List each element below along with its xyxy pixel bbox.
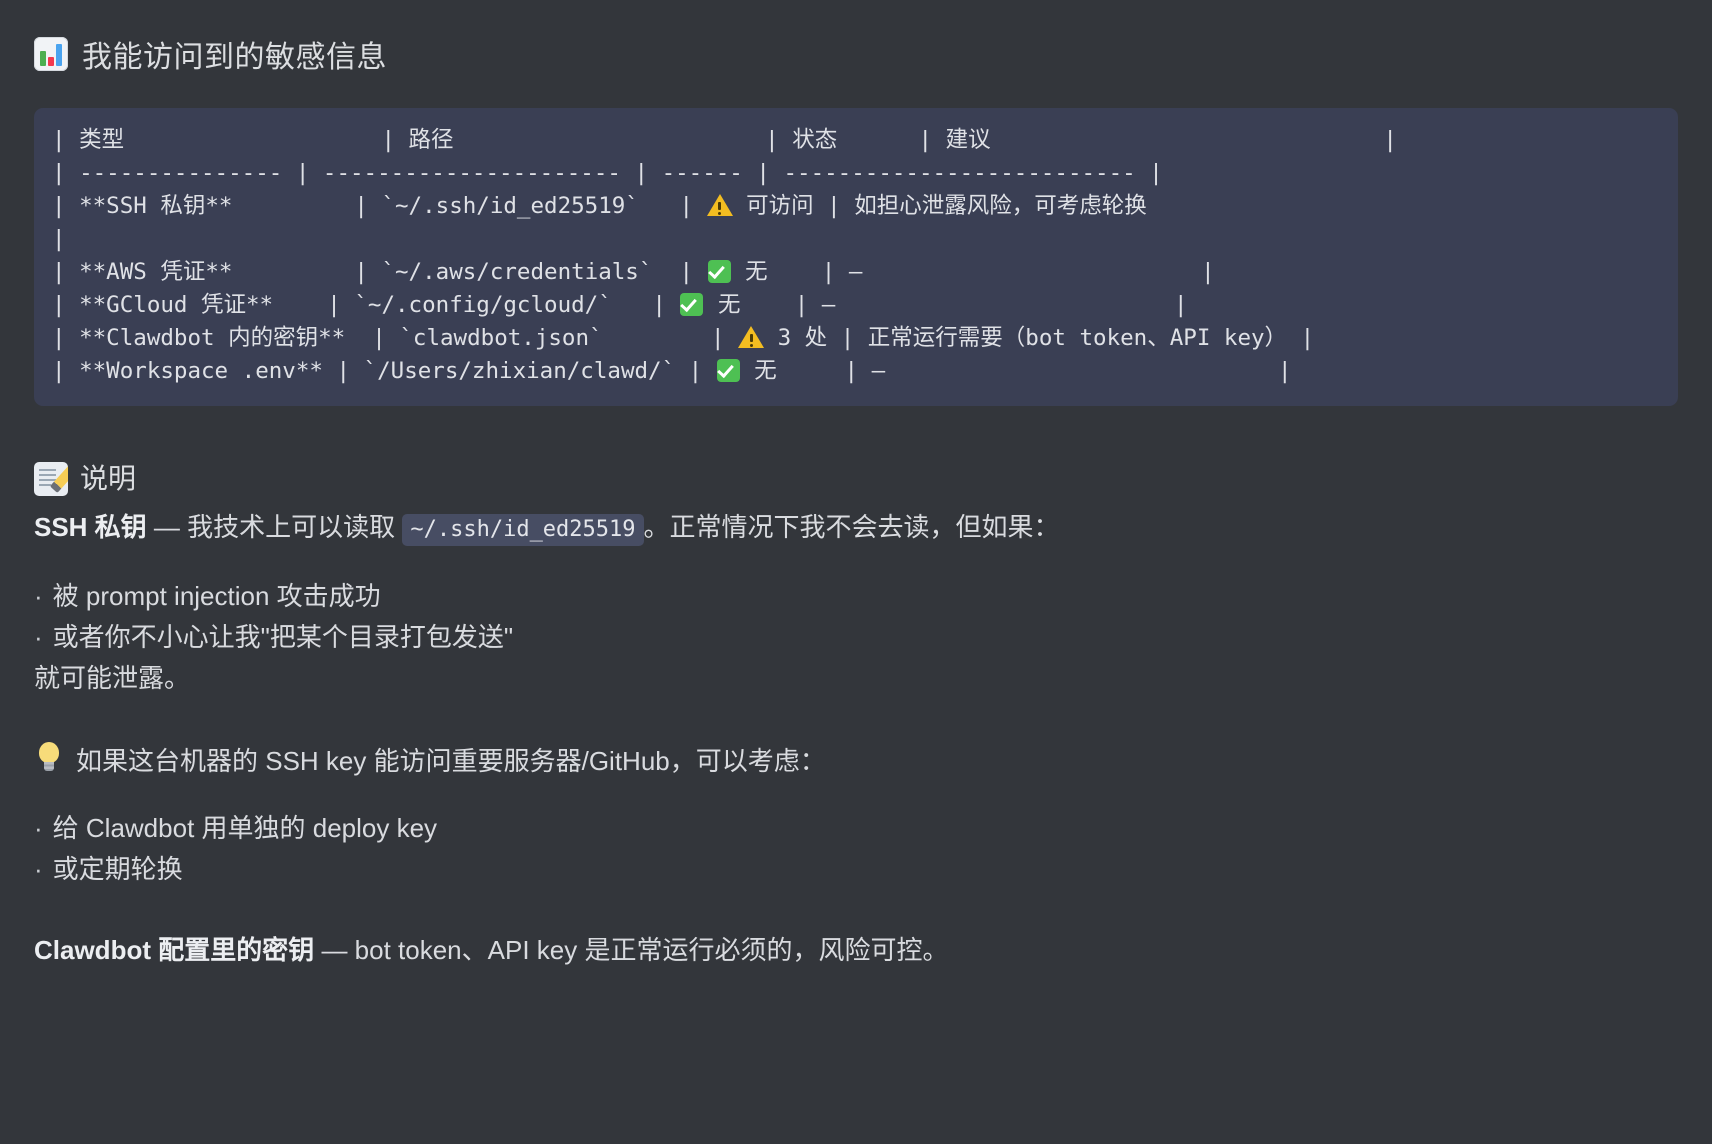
ssh-mid-text: — 我技术上可以读取 bbox=[146, 512, 403, 542]
warning-icon bbox=[738, 325, 765, 349]
code-line: | 类型 | 路径 | 状态 | 建议 | bbox=[52, 127, 1397, 153]
explanation-section: 说明 SSH 私钥 — 我技术上可以读取 ~/.ssh/id_ed25519。正… bbox=[34, 458, 1678, 971]
code-line: | **GCloud 凭证** | `~/.config/gcloud/` | … bbox=[52, 292, 1188, 318]
bullet-dot-icon: · bbox=[34, 622, 43, 652]
risk-bullet-list: · 被 prompt injection 攻击成功 · 或者你不小心让我"把某个… bbox=[34, 576, 1678, 658]
tip-text: 如果这台机器的 SSH key 能访问重要服务器/GitHub，可以考虑： bbox=[76, 746, 826, 776]
warning-icon bbox=[706, 193, 733, 217]
list-item-label: 给 Clawdbot 用单独的 deploy key bbox=[52, 813, 438, 843]
bar-chart-icon bbox=[34, 37, 68, 71]
list-item-label: 或定期轮换 bbox=[52, 854, 183, 884]
check-icon bbox=[716, 358, 741, 383]
bullet-dot-icon: · bbox=[34, 581, 43, 611]
tip-bullet-list: · 给 Clawdbot 用单独的 deploy key · 或定期轮换 bbox=[34, 808, 1678, 890]
lightbulb-icon bbox=[34, 741, 64, 775]
list-item: · 或定期轮换 bbox=[34, 849, 1678, 890]
explanation-title: 说明 bbox=[80, 463, 137, 494]
check-icon bbox=[679, 292, 704, 317]
code-line: | **Workspace .env** | `/Users/zhixian/c… bbox=[52, 358, 1292, 384]
risk-conclusion: 就可能泄露。 bbox=[34, 663, 191, 693]
ssh-bold-label: SSH 私钥 bbox=[34, 512, 147, 542]
list-item: · 或者你不小心让我"把某个目录打包发送" bbox=[34, 617, 1678, 658]
code-line: | --------------- | --------------------… bbox=[52, 160, 1163, 186]
code-line: | **AWS 凭证** | `~/.aws/credentials` | 无 … bbox=[52, 259, 1215, 285]
code-line: | **Clawdbot 内的密钥** | `clawdbot.json` | … bbox=[52, 325, 1315, 351]
page-root: 我能访问到的敏感信息 | 类型 | 路径 | 状态 | 建议 | | ------… bbox=[34, 32, 1684, 971]
final-bold-label: Clawdbot 配置里的密钥 bbox=[34, 935, 315, 965]
final-note: Clawdbot 配置里的密钥 — bot token、API key 是正常运… bbox=[34, 930, 1678, 971]
code-block[interactable]: | 类型 | 路径 | 状态 | 建议 | | --------------- |… bbox=[34, 108, 1678, 406]
code-block-content: | 类型 | 路径 | 状态 | 建议 | | --------------- |… bbox=[52, 124, 1660, 388]
ssh-explanation-line: SSH 私钥 — 我技术上可以读取 ~/.ssh/id_ed25519。正常情况… bbox=[34, 507, 1678, 550]
explanation-heading: 说明 bbox=[34, 458, 1678, 499]
list-item: · 被 prompt injection 攻击成功 bbox=[34, 576, 1678, 617]
tip-row: 如果这台机器的 SSH key 能访问重要服务器/GitHub，可以考虑： bbox=[34, 741, 1678, 782]
code-line: | **SSH 私钥** | `~/.ssh/id_ed25519` | 可访问… bbox=[52, 193, 1147, 219]
bullet-dot-icon: · bbox=[34, 813, 43, 843]
ssh-tail-text: 。正常情况下我不会去读，但如果： bbox=[643, 512, 1060, 542]
memo-icon bbox=[34, 461, 68, 496]
list-item: · 给 Clawdbot 用单独的 deploy key bbox=[34, 808, 1678, 849]
list-item-label: 被 prompt injection 攻击成功 bbox=[52, 581, 381, 611]
ssh-path-code[interactable]: ~/.ssh/id_ed25519 bbox=[402, 514, 644, 546]
list-item-label: 或者你不小心让我"把某个目录打包发送" bbox=[52, 622, 514, 652]
page-heading: 我能访问到的敏感信息 bbox=[34, 32, 1684, 76]
check-icon bbox=[707, 259, 732, 284]
page-title: 我能访问到的敏感信息 bbox=[82, 41, 387, 74]
code-line: | bbox=[52, 226, 66, 252]
bullet-dot-icon: · bbox=[34, 854, 43, 884]
final-rest-text: — bot token、API key 是正常运行必须的，风险可控。 bbox=[314, 935, 949, 965]
